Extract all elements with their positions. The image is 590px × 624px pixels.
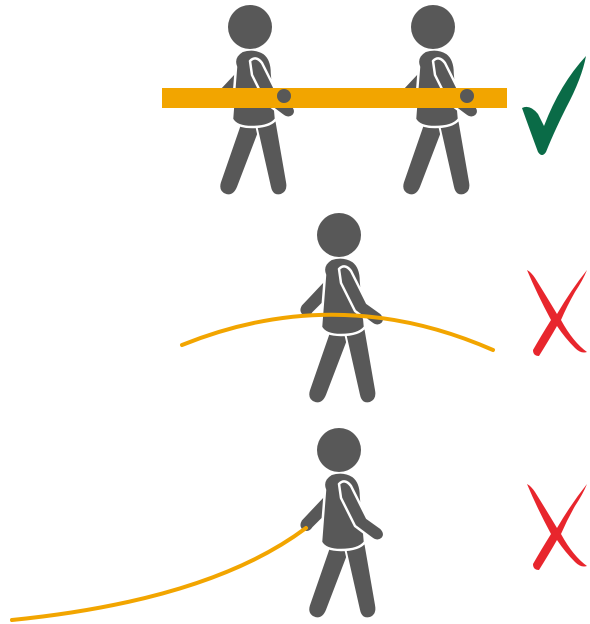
cross-mark-icon: [527, 270, 587, 356]
hand-left: [277, 89, 291, 103]
cross-mark-icon: [527, 484, 587, 570]
row-incorrect-held-middle: [182, 213, 587, 403]
row-incorrect-dragged: [12, 428, 587, 620]
hand-right: [460, 89, 474, 103]
rigid-pole: [162, 88, 507, 108]
check-mark-icon: [522, 56, 586, 155]
person-dragging: [299, 428, 384, 618]
person-middle: [299, 213, 384, 403]
row-correct-two-people: [162, 5, 586, 195]
flexible-pole-dragged: [12, 528, 306, 620]
